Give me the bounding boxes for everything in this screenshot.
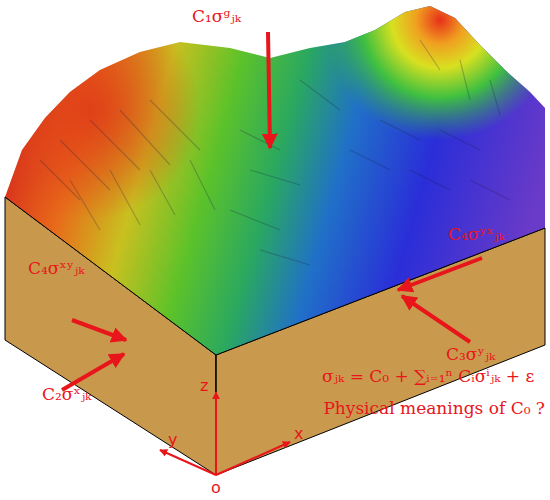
force-label: C₃σʸⱼₖ	[446, 344, 495, 364]
axis-label: o	[211, 478, 221, 497]
axis-label: z	[200, 376, 208, 395]
force-label: C₄σʸˣⱼₖ	[448, 224, 505, 244]
formula: σⱼₖ = C₀ + ∑ᵢ₌₁ⁿ Cᵢσⁱⱼₖ + ε	[322, 366, 534, 386]
force-label: C₁σᵍⱼₖ	[192, 6, 241, 26]
force-label: C₂σˣⱼₖ	[42, 384, 91, 404]
axis-label: x	[294, 424, 303, 443]
note-text: Physical meanings of C₀ ?	[323, 398, 545, 418]
force-label: C₄σˣʸⱼₖ	[28, 258, 85, 278]
axis-label: y	[168, 430, 177, 449]
